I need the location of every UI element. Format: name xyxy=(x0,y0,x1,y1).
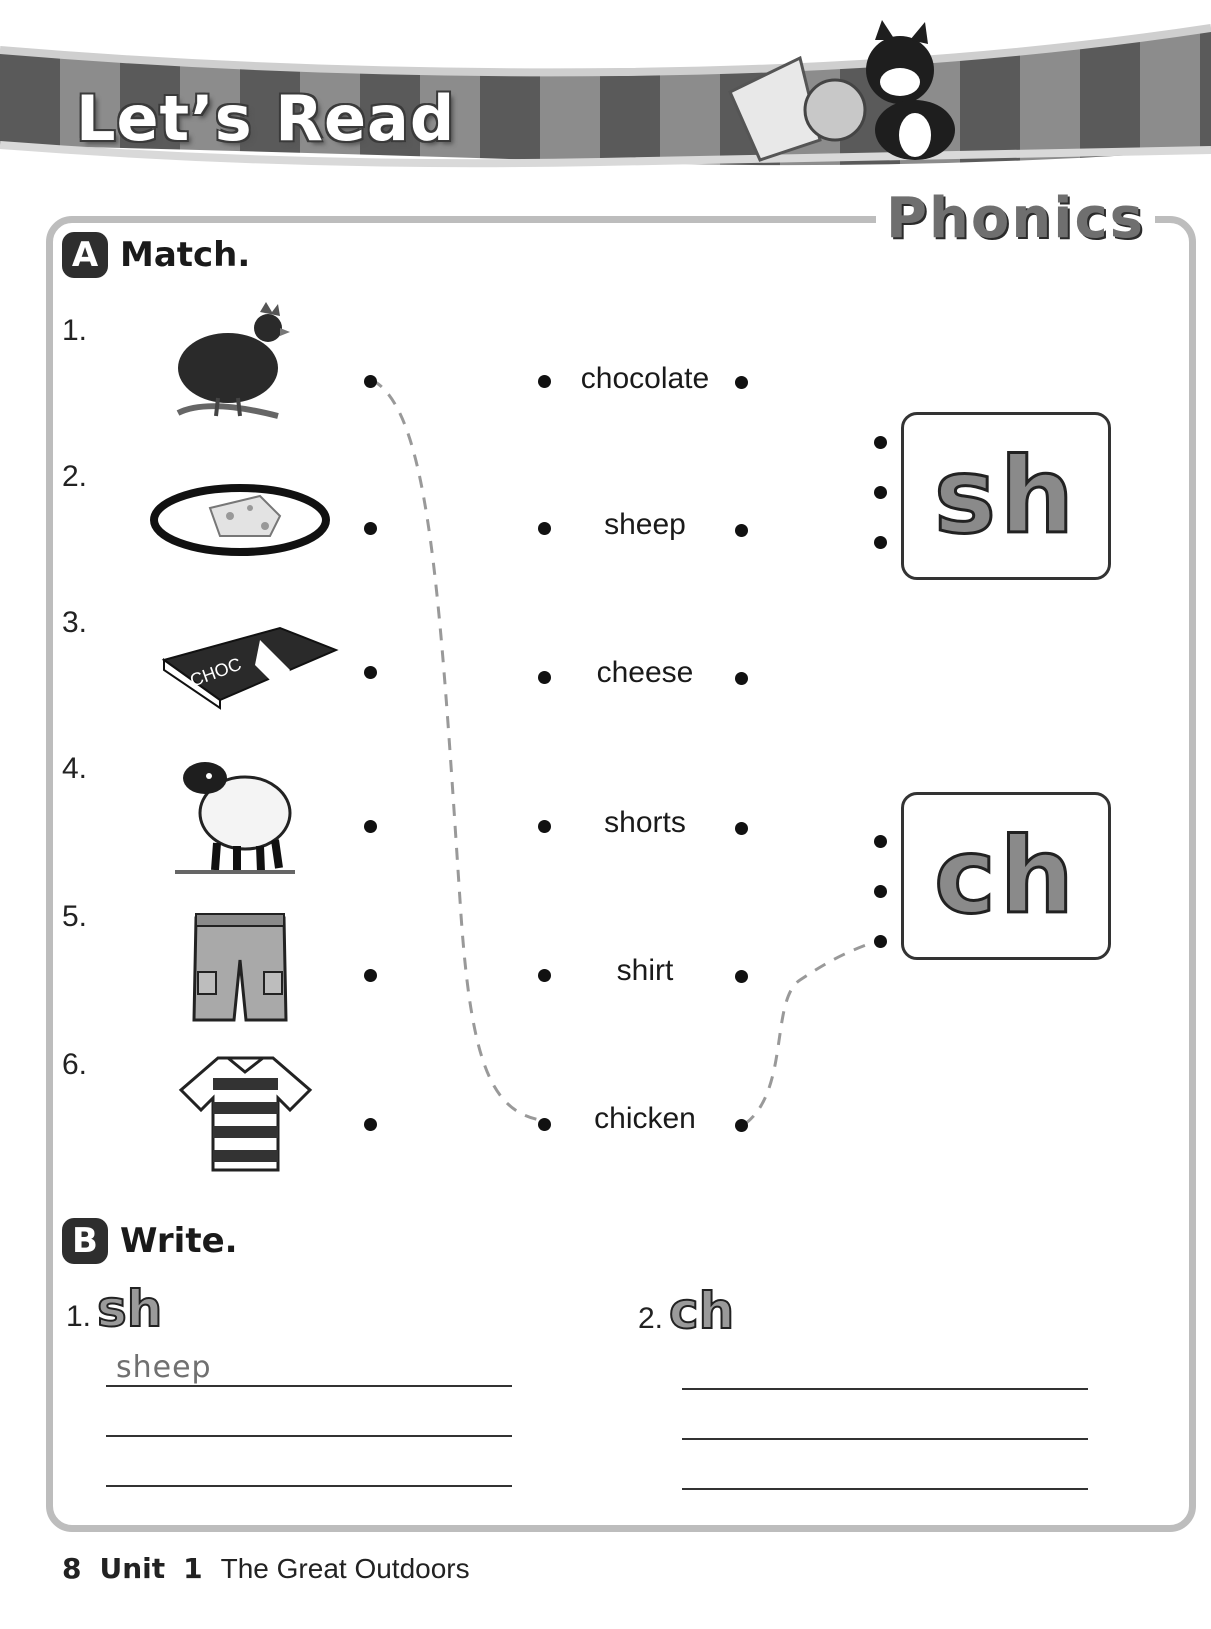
item-number: 2. xyxy=(62,460,88,493)
book-icon xyxy=(728,55,822,162)
write-number: 1. xyxy=(66,1300,92,1333)
match-dot-word-right[interactable] xyxy=(735,672,748,685)
section-b-title: Write. xyxy=(120,1221,238,1261)
shirt-icon xyxy=(178,1056,313,1172)
write-line[interactable] xyxy=(682,1438,1088,1440)
write-line[interactable] xyxy=(106,1435,512,1437)
match-dot-word-right[interactable] xyxy=(735,970,748,983)
write-line[interactable] xyxy=(682,1388,1088,1390)
section-b-header: B Write. xyxy=(62,1218,238,1264)
match-dot-picture[interactable] xyxy=(364,820,377,833)
write-letters: sh xyxy=(96,1279,163,1339)
unit-title: The Great Outdoors xyxy=(220,1553,470,1584)
match-dot-phonics[interactable] xyxy=(874,885,887,898)
match-dot-word-right[interactable] xyxy=(735,1119,748,1132)
write-line[interactable] xyxy=(682,1488,1088,1490)
handwritten-answer: sheep xyxy=(116,1350,212,1385)
match-dot-phonics[interactable] xyxy=(874,935,887,948)
item-number: 3. xyxy=(62,606,88,639)
word-label: chocolate xyxy=(580,362,710,395)
chocolate-bar-icon: CHOC xyxy=(161,626,339,710)
section-a-header: A Match. xyxy=(62,232,250,278)
match-dot-picture[interactable] xyxy=(364,666,377,679)
page-title: Let’s Read xyxy=(76,82,456,155)
match-dot-phonics[interactable] xyxy=(874,536,887,549)
item-number: 4. xyxy=(62,752,88,785)
match-dot-word-left[interactable] xyxy=(538,522,551,535)
word-label: shorts xyxy=(604,806,686,839)
match-dot-word-left[interactable] xyxy=(538,1118,551,1131)
match-dot-word-left[interactable] xyxy=(538,820,551,833)
unit-label: Unit xyxy=(99,1552,166,1585)
phonics-label: Phonics xyxy=(876,186,1155,251)
match-dot-phonics[interactable] xyxy=(874,486,887,499)
header-banner: Let’s Read xyxy=(0,0,1211,200)
page-footer: 8 Unit 1 The Great Outdoors xyxy=(62,1552,470,1585)
match-dot-picture[interactable] xyxy=(364,375,377,388)
write-line[interactable] xyxy=(106,1385,512,1387)
match-dot-picture[interactable] xyxy=(364,522,377,535)
phonics-box-ch: ch xyxy=(901,792,1111,960)
striped-ribbon xyxy=(0,20,1211,168)
cheese-icon xyxy=(150,484,330,556)
item-number: 5. xyxy=(62,900,88,933)
section-a-title: Match. xyxy=(120,235,251,275)
section-b-badge: B xyxy=(62,1218,108,1264)
chicken-icon xyxy=(176,302,290,419)
phonics-box-sh: sh xyxy=(901,412,1111,580)
write-group-2-label: 2. ch xyxy=(638,1281,735,1341)
phonics-box-text: ch xyxy=(933,814,1078,939)
word-label: chicken xyxy=(594,1102,696,1135)
match-dot-word-left[interactable] xyxy=(538,671,551,684)
word-label: shirt xyxy=(616,954,674,987)
match-dot-phonics[interactable] xyxy=(874,436,887,449)
page-number: 8 xyxy=(62,1552,82,1585)
section-a-badge: A xyxy=(62,232,108,278)
sheep-icon xyxy=(175,762,295,874)
match-dot-word-left[interactable] xyxy=(538,375,551,388)
word-label: cheese xyxy=(596,656,694,689)
item-number: 6. xyxy=(62,1048,88,1081)
write-letters: ch xyxy=(668,1281,735,1341)
match-dot-phonics[interactable] xyxy=(874,835,887,848)
match-dot-word-right[interactable] xyxy=(735,524,748,537)
write-group-1-label: 1. sh xyxy=(66,1279,163,1339)
cats-icon xyxy=(803,20,955,160)
match-dot-word-right[interactable] xyxy=(735,376,748,389)
write-number: 2. xyxy=(638,1302,664,1335)
word-label: sheep xyxy=(604,508,686,541)
item-number: 1. xyxy=(62,314,88,347)
match-dot-word-right[interactable] xyxy=(735,822,748,835)
match-dot-picture[interactable] xyxy=(364,969,377,982)
unit-number: 1 xyxy=(183,1552,203,1585)
match-dot-word-left[interactable] xyxy=(538,969,551,982)
shorts-icon xyxy=(192,913,288,1022)
phonics-box-text: sh xyxy=(933,434,1078,559)
write-line[interactable] xyxy=(106,1485,512,1487)
match-dot-picture[interactable] xyxy=(364,1118,377,1131)
